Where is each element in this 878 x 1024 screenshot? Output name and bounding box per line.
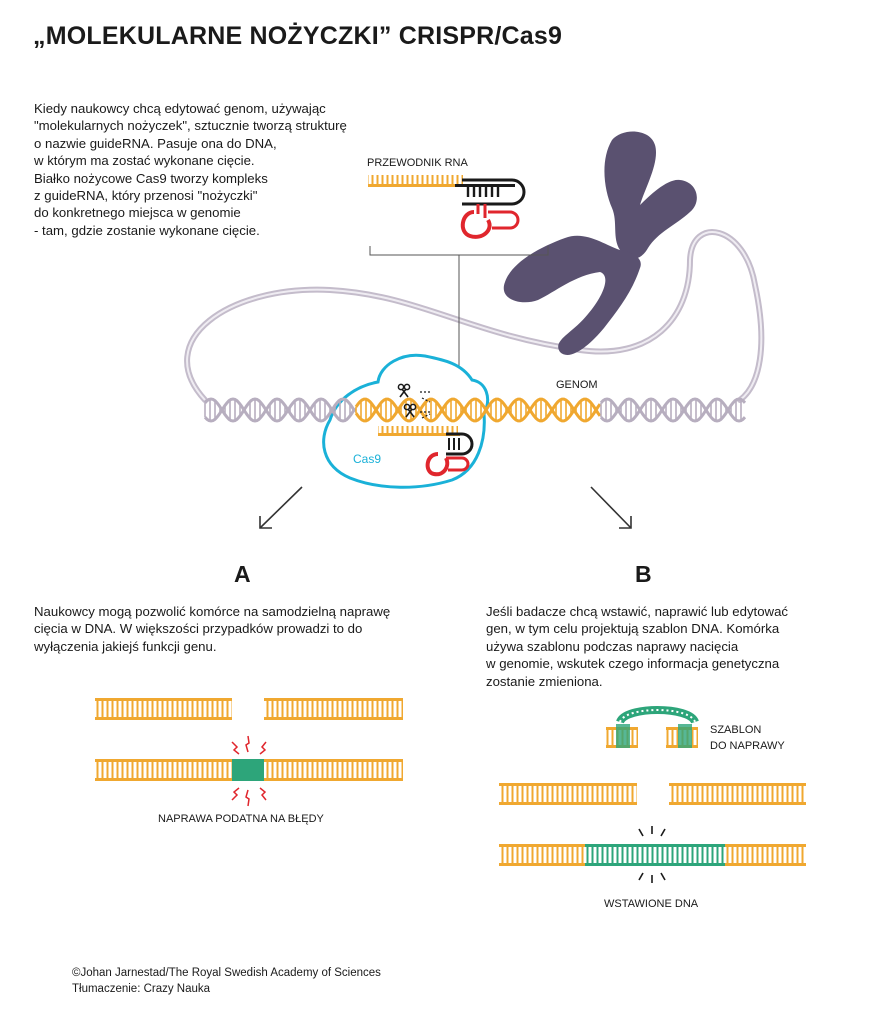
paragraph-a-line: wyłączenia jakiejś funkcji genu. — [34, 638, 217, 654]
intro-line: Kiedy naukowcy chcą edytować genom, używ… — [34, 101, 326, 116]
insertion-marks — [638, 826, 666, 883]
dna-backbone — [354, 397, 602, 423]
paragraph-b-line: zostanie zmieniona. — [486, 673, 603, 689]
inserted-dna-label: WSTAWIONE DNA — [604, 898, 699, 910]
template-label-line1: SZABLON — [710, 724, 761, 736]
chromosome-icon — [503, 131, 697, 355]
paragraph-b-line: gen, w tym celu projektują szablon DNA. … — [486, 621, 780, 637]
repaired-dna-a — [95, 759, 403, 781]
dna-backbone — [203, 397, 357, 423]
template-label-line2: DO NAPRAWY — [710, 740, 785, 752]
intro-line: - tam, gdzie zostanie wykonane cięcie. — [34, 222, 260, 238]
error-prone-repair-label: NAPRAWA PODATNA NA BŁĘDY — [158, 813, 325, 825]
intro-line: "molekularnych nożyczek", sztucznie twor… — [34, 118, 347, 134]
paragraph-b-line: używa szablonu podczas naprawy nacięcia — [486, 638, 739, 654]
letter-a: A — [234, 561, 251, 587]
arrow-down-right-icon — [590, 486, 632, 529]
inserted-dna-b — [499, 844, 806, 866]
cut-dna-a — [95, 698, 403, 720]
intro-line: z guideRNA, który przenosi "nożyczki" — [34, 188, 258, 204]
cas9-label: Cas9 — [353, 452, 381, 466]
dna-backbone — [599, 397, 747, 423]
intro-line: w którym ma zostać wykonane cięcie. — [34, 153, 255, 169]
repair-template — [606, 706, 699, 748]
intro-paragraph: Kiedy naukowcy chcą edytować genom, używ… — [34, 100, 347, 239]
intro-line: Białko nożycowe Cas9 tworzy kompleks — [34, 170, 268, 186]
paragraph-a: Naukowcy mogą pozwolić komórce na samodz… — [34, 603, 390, 655]
paragraph-b-line: w genomie, wskutek czego informacja gene… — [486, 656, 780, 672]
scissors-icon — [397, 383, 411, 398]
page-title: „MOLEKULARNE NOŻYCZKI” CRISPR/Cas9 — [33, 22, 563, 50]
credits: ©Johan Jarnestad/The Royal Swedish Acade… — [72, 965, 381, 997]
dna-backbone — [203, 397, 357, 423]
paragraph-a-line: Naukowcy mogą pozwolić komórce na samodz… — [34, 604, 391, 619]
scissors-icon — [403, 403, 417, 418]
dna-backbone — [599, 397, 747, 423]
genome-label: GENOM — [556, 379, 598, 391]
guide-rna-label: PRZEWODNIK RNA — [367, 157, 469, 169]
guide-rna-illustration — [368, 175, 526, 239]
cut-dna-b — [499, 783, 806, 805]
damage-marks — [231, 735, 267, 807]
credit-line: ©Johan Jarnestad/The Royal Swedish Acade… — [72, 967, 381, 979]
intro-line: do konkretnego miejsca w genomie — [34, 205, 241, 221]
intro-line: o nazwie guideRNA. Pasuje ona do DNA, — [34, 135, 277, 151]
paragraph-b-line: Jeśli badacze chcą wstawić, naprawić lub… — [486, 604, 788, 619]
paragraph-b: Jeśli badacze chcą wstawić, naprawić lub… — [486, 603, 788, 690]
dna-backbone — [354, 397, 602, 423]
letter-b: B — [635, 561, 652, 587]
arrow-down-left-icon — [259, 486, 303, 529]
paragraph-a-line: cięcia w DNA. W większości przypadków pr… — [34, 621, 363, 637]
translation-credit: Tłumaczenie: Crazy Nauka — [72, 983, 211, 995]
bound-guide-rna — [378, 426, 474, 477]
